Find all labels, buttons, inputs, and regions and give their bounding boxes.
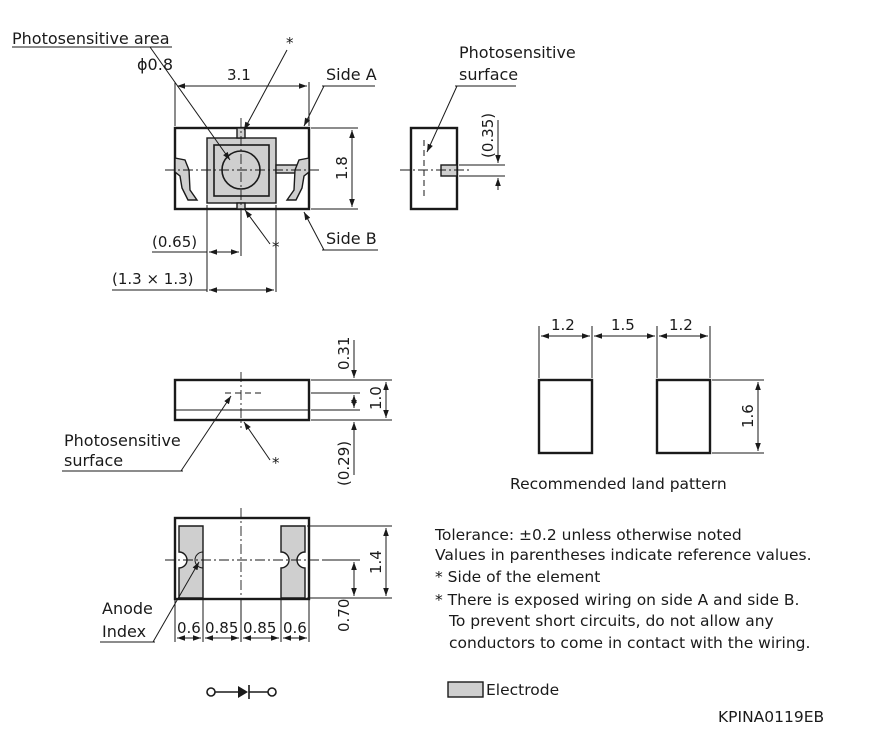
side-wiring [440,164,458,177]
dim-1-4: 1.4 [367,550,385,574]
chip-outline [206,137,277,204]
side-notch-left [174,157,199,201]
land-pad-left [537,378,594,455]
land-pad-right [655,378,712,455]
front-view-body [173,378,311,422]
note-wiring-1: * There is exposed wiring on side A and … [435,591,799,609]
bottom-view: 1.4 0.70 0.6 0.85 0.85 0.6 Anode Index [100,508,392,643]
lp-dim-1-5: 1.5 [611,316,635,334]
lp-dim-1-2b: 1.2 [669,316,693,334]
dim-bottom-0-6a: 0.6 [177,619,201,637]
drawing-code: KPINA0119EB [718,708,824,726]
dim-1-0: 1.0 [367,386,385,410]
anode-label: Anode [102,599,153,618]
dim-bottom-0-85a: 0.85 [205,619,238,637]
ps-surface-1a: Photosensitive [459,43,576,62]
electrode-legend-swatch [447,681,484,698]
dim-1-8: 1.8 [333,156,351,180]
note-tolerance: Tolerance: ±0.2 unless otherwise noted [434,526,742,544]
index-label: Index [102,622,146,641]
dim-0-70: 0.70 [335,599,353,632]
side-view: (0.35) Photosensitive surface [400,43,576,211]
dim-0-35: (0.35) [479,113,497,158]
front-view: 0.31 1.0 (0.29) Photosensitive surface * [62,337,392,486]
note-side-element: * Side of the element [435,568,600,586]
asterisk-side: * [272,454,280,472]
electrode-left [178,525,204,599]
side-notch-right [285,157,310,201]
lp-dim-1-6: 1.6 [739,404,757,428]
land-pattern: 1.2 1.5 1.2 1.6 Recommended land pattern [510,316,764,493]
electrode-right [280,525,306,599]
note-wiring-2: To prevent short circuits, do not allow … [448,612,774,630]
note-wiring-3: conductors to come in contact with the w… [449,634,810,652]
dim-3-1: 3.1 [227,66,251,84]
asterisk-top: * [286,34,294,52]
lp-dim-1-2a: 1.2 [551,316,575,334]
bottom-view-body [173,516,311,601]
side-b-label: Side B [326,229,377,248]
dim-1-3x1-3: (1.3 × 1.3) [112,270,194,288]
note-reference: Values in parentheses indicate reference… [435,546,812,564]
chip-inner [213,144,270,197]
dim-0-65: (0.65) [152,233,197,251]
ps-surface-2b: surface [64,451,123,470]
ps-surface-2a: Photosensitive [64,431,181,450]
diode-symbol-icon [206,685,277,699]
top-view: 3.1 1.8 Photosensitive area ϕ0.8 * Side … [12,29,378,293]
dim-0-29: (0.29) [335,441,353,486]
photosensitive-area-label: Photosensitive area [12,29,170,48]
dim-bottom-0-85b: 0.85 [243,619,276,637]
side-a-label: Side A [326,65,377,84]
dim-bottom-0-6b: 0.6 [283,619,307,637]
phi-label: ϕ0.8 [137,55,173,74]
notes: Tolerance: ±0.2 unless otherwise noted V… [434,526,812,652]
land-pattern-caption: Recommended land pattern [510,475,727,493]
dim-0-31: 0.31 [335,337,353,370]
electrode-legend-label: Electrode [486,681,559,699]
ps-surface-1b: surface [459,65,518,84]
